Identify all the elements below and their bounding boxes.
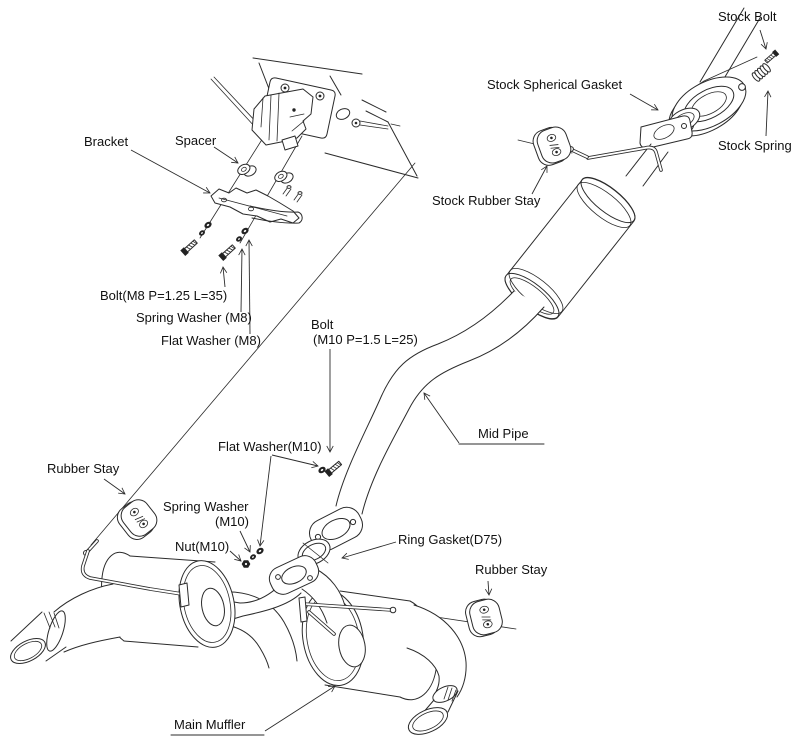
leader-lines bbox=[103, 29, 772, 732]
left-exhaust-tip bbox=[10, 583, 121, 665]
spring-washer-m10-label-line2: (M10) bbox=[215, 514, 249, 529]
bolt-m8-hardware bbox=[180, 220, 250, 262]
mid-pipe-label: Mid Pipe bbox=[478, 426, 529, 441]
stock-hanger-rod bbox=[568, 145, 663, 172]
stock-rubber-stay-leader bbox=[531, 165, 548, 195]
stock-spring-label: Stock Spring bbox=[718, 138, 792, 153]
labels: Stock Bolt Stock Spherical Gasket Stock … bbox=[47, 9, 792, 736]
bracket-label: Bracket bbox=[84, 134, 128, 149]
stock-rubber-stay-label: Stock Rubber Stay bbox=[432, 193, 541, 208]
rubber-stay-right-label: Rubber Stay bbox=[475, 562, 548, 577]
bracket-part bbox=[210, 185, 303, 224]
spacer-leader bbox=[213, 146, 239, 164]
ring-gasket-leader bbox=[341, 541, 397, 560]
mid-pipe-leader bbox=[423, 392, 460, 444]
stock-rubber-stay-part bbox=[529, 122, 575, 169]
bolt-m10-label-line2: (M10 P=1.5 L=25) bbox=[313, 332, 418, 347]
underbody-panel bbox=[210, 57, 419, 179]
rubber-stay-left-label: Rubber Stay bbox=[47, 461, 120, 476]
nut-washer-set bbox=[241, 546, 265, 568]
rubber-stay-right-leader bbox=[484, 580, 493, 596]
ring-gasket-label: Ring Gasket(D75) bbox=[398, 532, 502, 547]
flat-washer-m8-label: Flat Washer (M8) bbox=[161, 333, 261, 348]
nut-m10-leader bbox=[229, 550, 242, 562]
rubber-stay-right-part bbox=[462, 595, 506, 640]
flat-washer-m10-leader-a bbox=[271, 454, 319, 469]
bolt-m10-label-line1: Bolt bbox=[311, 317, 334, 332]
bolt-m8-leader bbox=[220, 266, 228, 288]
nut-m10-label: Nut(M10) bbox=[175, 539, 229, 554]
right-exhaust-tip bbox=[406, 604, 467, 735]
flat-washer-m8-leader bbox=[245, 239, 253, 335]
main-muffler-leader bbox=[264, 685, 336, 732]
stock-spring-leader bbox=[764, 90, 772, 137]
left-muffler-canister bbox=[101, 551, 236, 648]
flat-washer-m10-label: Flat Washer(M10) bbox=[218, 439, 322, 454]
bracket-leader bbox=[130, 149, 211, 194]
bolt-m8-label: Bolt(M8 P=1.25 L=35) bbox=[100, 288, 227, 303]
stock-bolt-label: Stock Bolt bbox=[718, 9, 777, 24]
right-muffler-canister bbox=[301, 589, 438, 701]
spring-washer-m8-label: Spring Washer (M8) bbox=[136, 310, 252, 325]
stock-bolt-part bbox=[763, 49, 780, 65]
mid-pipe-part bbox=[335, 290, 545, 515]
rubber-stay-left-part bbox=[112, 494, 163, 545]
mid-pipe-resonator bbox=[504, 176, 636, 320]
rubber-stay-left-leader bbox=[103, 478, 126, 495]
stock-spherical-gasket-leader bbox=[629, 93, 659, 111]
bolt-m10-part bbox=[317, 459, 343, 478]
mount-block bbox=[251, 77, 336, 151]
spring-washer-m10-label-line1: Spring Washer bbox=[163, 499, 249, 514]
stock-spherical-gasket-label: Stock Spherical Gasket bbox=[487, 77, 623, 92]
flat-washer-m10-leader-b bbox=[257, 455, 272, 547]
stock-spring-part bbox=[751, 63, 771, 82]
spring-washer-m8-leader bbox=[238, 248, 246, 313]
right-hanger-rod bbox=[298, 596, 397, 636]
left-hanger-rod bbox=[80, 539, 190, 608]
spring-washer-m10-leader bbox=[239, 530, 251, 553]
stock-bolt-leader bbox=[759, 29, 768, 50]
main-muffler-label: Main Muffler bbox=[174, 717, 246, 732]
muffler-inlet-flange bbox=[268, 555, 320, 595]
spacer-label: Spacer bbox=[175, 133, 217, 148]
